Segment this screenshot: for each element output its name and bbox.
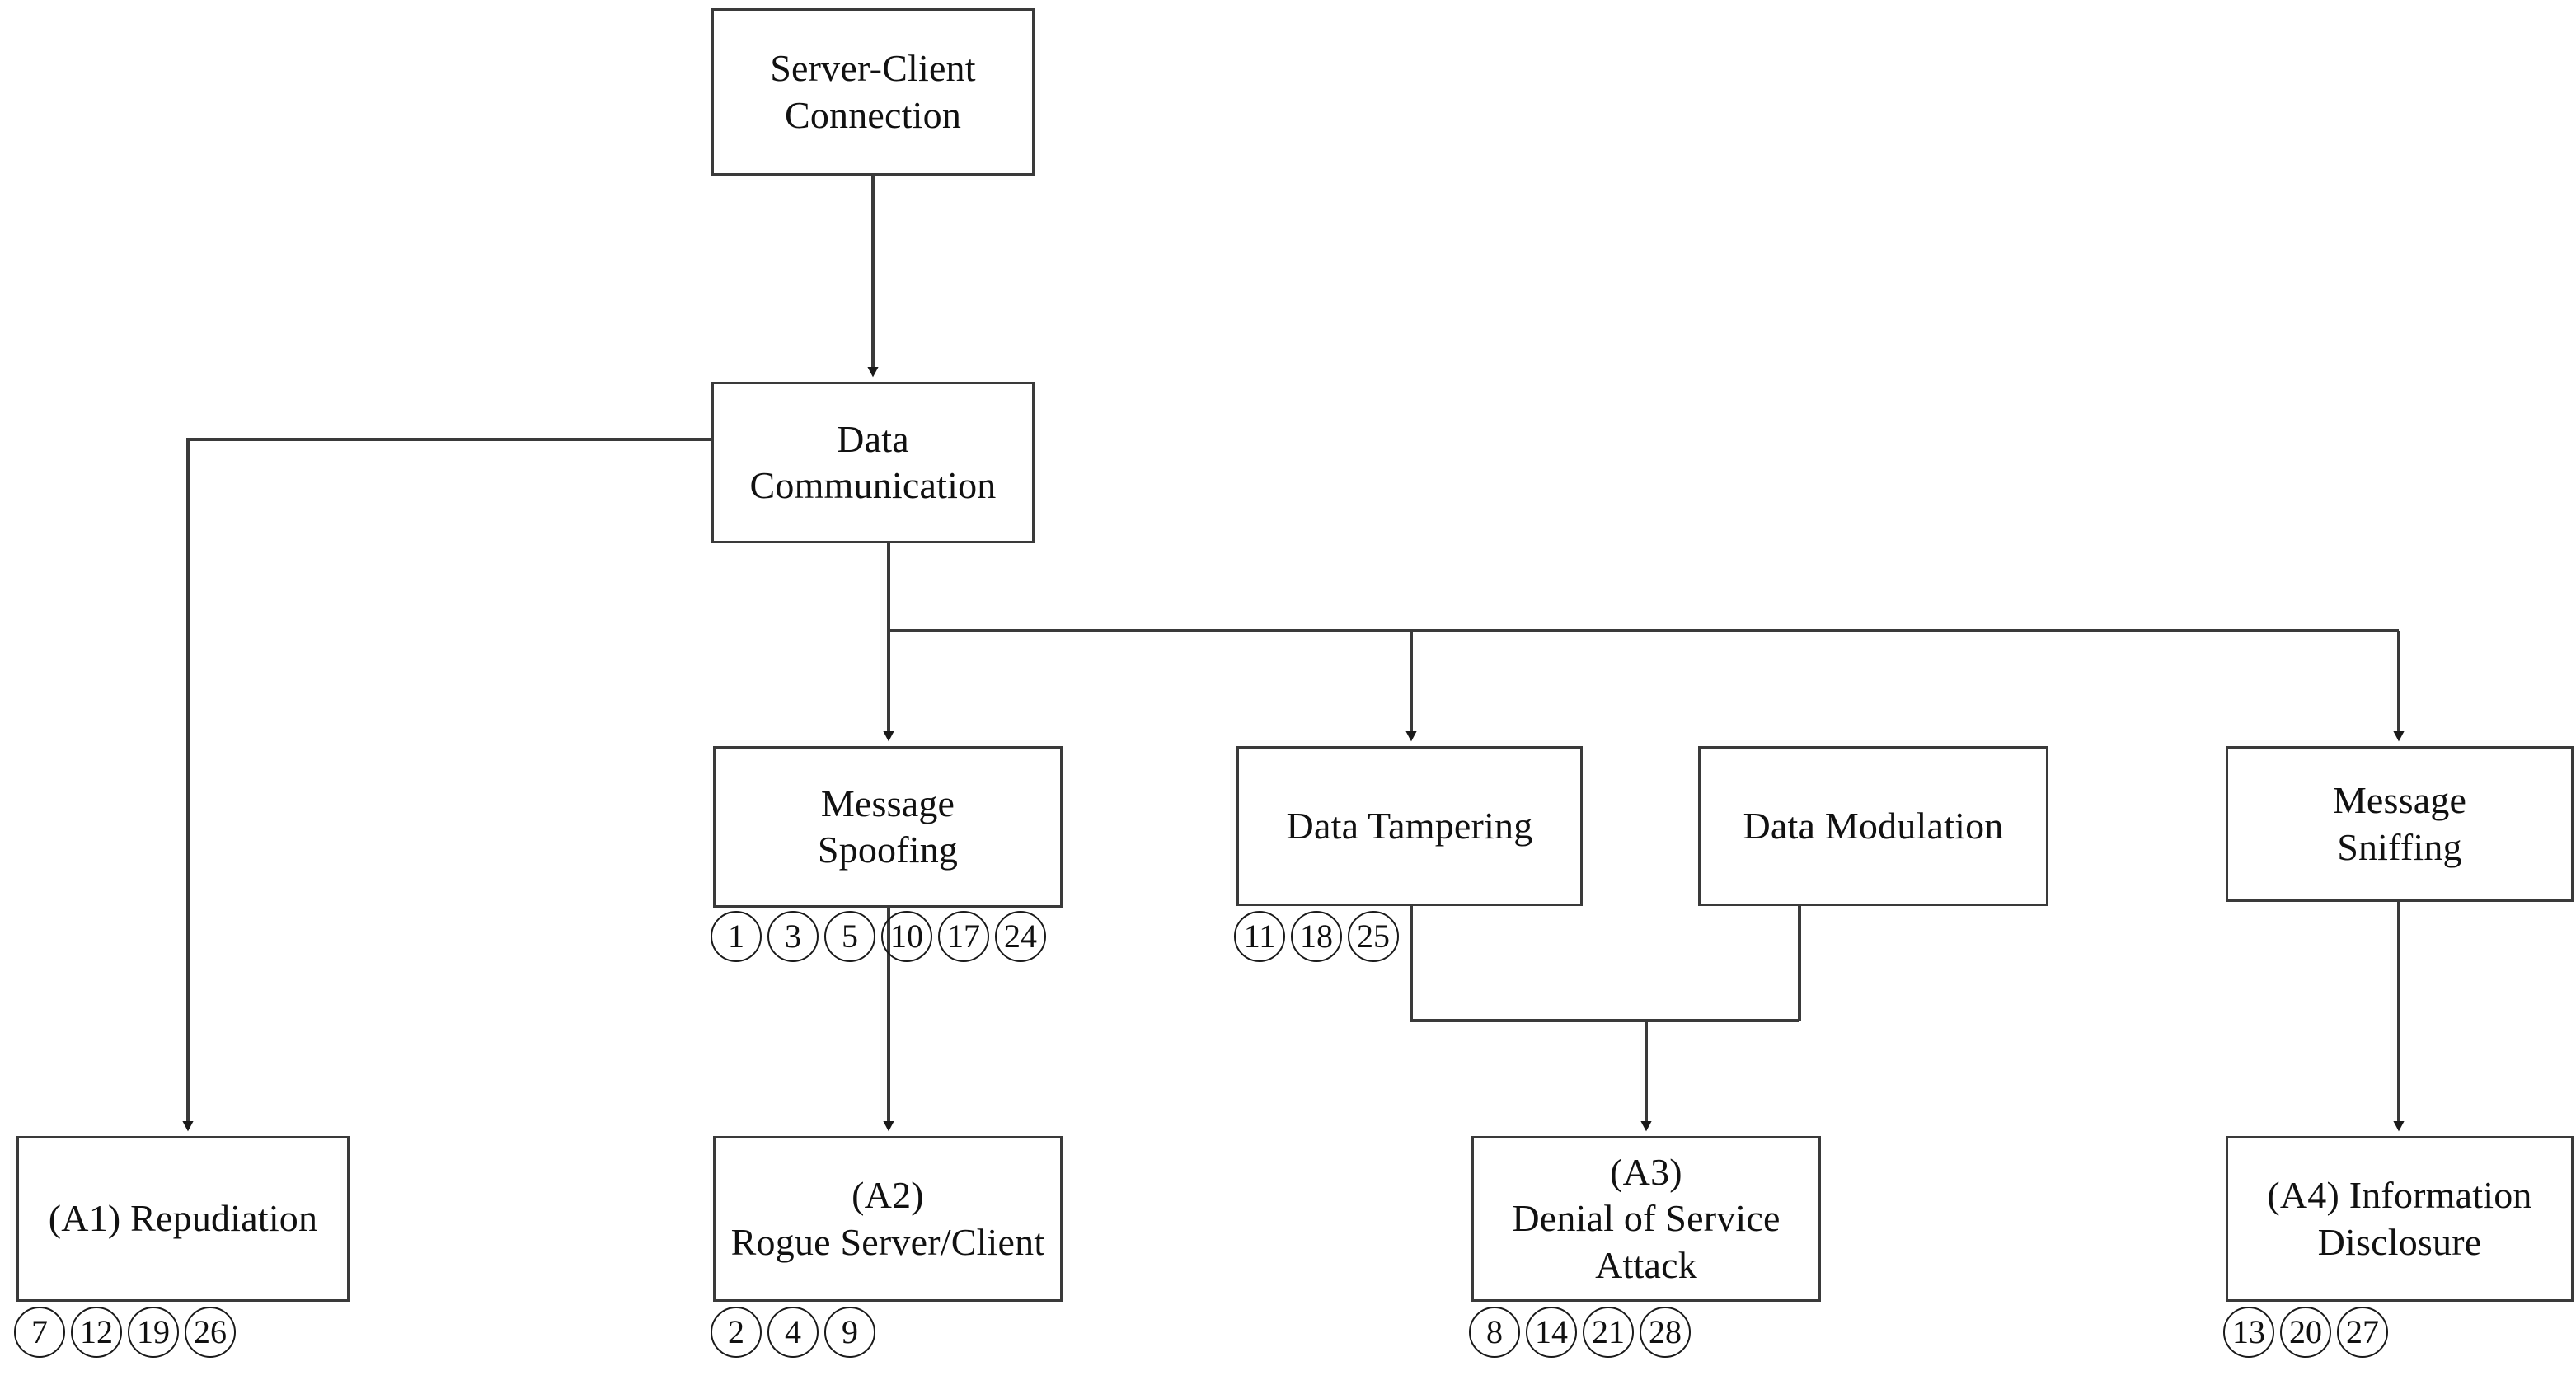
tag-circle[interactable]: 27 bbox=[2337, 1307, 2388, 1358]
tag-circle[interactable]: 20 bbox=[2280, 1307, 2331, 1358]
node-a1[interactable]: (A1) Repudiation bbox=[16, 1136, 350, 1302]
tag-circle[interactable]: 12 bbox=[71, 1307, 122, 1358]
tag-circle[interactable]: 10 bbox=[881, 911, 932, 962]
node-a2[interactable]: (A2)Rogue Server/Client bbox=[713, 1136, 1063, 1302]
tag-circle[interactable]: 5 bbox=[824, 911, 875, 962]
tag-circle[interactable]: 13 bbox=[2223, 1307, 2274, 1358]
tag-circle[interactable]: 9 bbox=[824, 1307, 875, 1358]
tag-circle[interactable]: 24 bbox=[995, 911, 1046, 962]
tag-circle[interactable]: 8 bbox=[1469, 1307, 1520, 1358]
tag-circle[interactable]: 4 bbox=[767, 1307, 819, 1358]
tag-circle[interactable]: 19 bbox=[128, 1307, 179, 1358]
tag-circle[interactable]: 28 bbox=[1640, 1307, 1691, 1358]
node-label-data_modulation: Data Modulation bbox=[1743, 804, 2004, 847]
edge-tampering-to-denial-of-service bbox=[1410, 906, 1799, 1022]
tag-circle[interactable]: 14 bbox=[1526, 1307, 1577, 1358]
edge-data-communication-to-repudiation bbox=[182, 438, 711, 1132]
node-data_tampering[interactable]: Data Tampering bbox=[1236, 746, 1583, 906]
tag-circle[interactable]: 26 bbox=[185, 1307, 236, 1358]
tag-circle[interactable]: 11 bbox=[1234, 911, 1285, 962]
tag-circle[interactable]: 3 bbox=[767, 911, 819, 962]
tag-circle[interactable]: 7 bbox=[14, 1307, 65, 1358]
node-data_modulation[interactable]: Data Modulation bbox=[1698, 746, 2048, 906]
node-label-data_tampering: Data Tampering bbox=[1286, 804, 1533, 847]
tag-circle[interactable]: 17 bbox=[938, 911, 989, 962]
tag-circle[interactable]: 18 bbox=[1291, 911, 1342, 962]
tag-circle[interactable]: 25 bbox=[1348, 911, 1399, 962]
tag-circle[interactable]: 1 bbox=[711, 911, 762, 962]
node-label-a2: (A2)Rogue Server/Client bbox=[730, 1174, 1045, 1263]
tag-circle[interactable]: 2 bbox=[711, 1307, 762, 1358]
tag-circle[interactable]: 21 bbox=[1583, 1307, 1634, 1358]
node-label-a1: (A1) Repudiation bbox=[48, 1197, 318, 1240]
